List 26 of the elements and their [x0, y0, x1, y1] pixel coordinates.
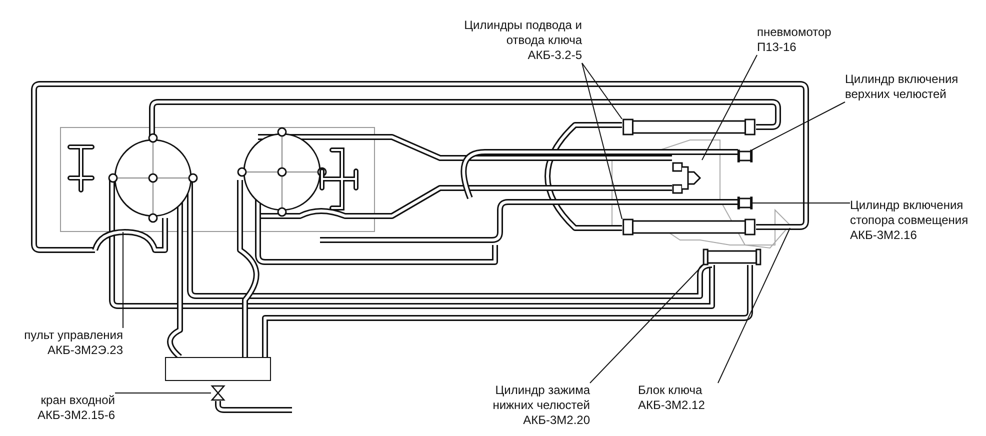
callout-label: пульт управления АКБ-3М2Э.23 [0, 328, 123, 358]
leader-line [752, 202, 850, 204]
callout-label: Блок ключа АКБ-3М2.12 [638, 383, 718, 413]
valve-symbol [211, 385, 225, 401]
leader-line [114, 392, 212, 394]
control-panel-outline [60, 127, 375, 232]
callout-label: Цилиндр включения верхних челюстей [845, 72, 970, 102]
leader-line [718, 228, 790, 384]
pneumatic-cylinder [622, 219, 756, 235]
pneumatic-cylinder [738, 150, 752, 162]
leader-line [752, 102, 846, 150]
leader-line [122, 232, 124, 328]
receiver-box [165, 357, 271, 381]
callout-label: пневмомотор П13-16 [757, 25, 852, 55]
callout-label: кран входной АКБ-3М2.15-6 [0, 393, 115, 423]
pneumatic-cylinder [703, 249, 761, 265]
leader-line [582, 62, 622, 220]
callout-label: Цилиндры подвода и отвода ключа АКБ-3.2-5 [464, 18, 582, 63]
pneumatic-cylinder [622, 119, 756, 135]
callout-label: Цилиндр включения стопора совмещения АКБ-3М2.16 [850, 198, 986, 243]
air-motor-drawing [672, 160, 702, 196]
leader-line [590, 264, 704, 384]
pneumatic-cylinder [738, 197, 752, 209]
leader-line [582, 62, 622, 120]
callout-label: Цилиндр зажима нижних челюстей АКБ-3М2.20 [452, 383, 590, 428]
leader-line [702, 54, 758, 160]
